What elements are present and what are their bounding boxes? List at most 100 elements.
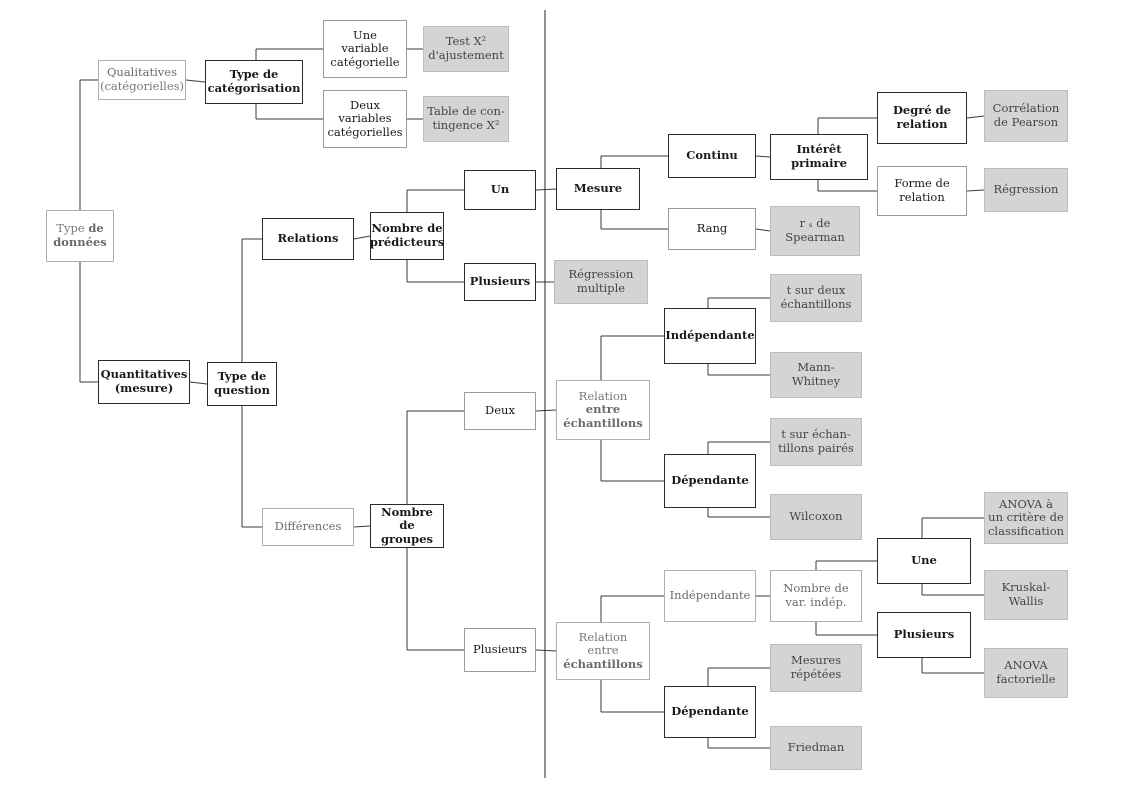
node-type-donnees: Type de données [46, 210, 114, 262]
node-label: r ₛ de Spearman [785, 217, 845, 244]
node-deux: Deux [464, 392, 536, 430]
node-table-contingence: Table de con- tingence X² [423, 96, 509, 142]
node-label-main: de données [53, 221, 107, 249]
connector-line [185, 79, 206, 83]
node-label-main: Quantitatives (mesure) [100, 367, 188, 395]
node-label: Différences [275, 519, 342, 534]
node-label: Un [491, 182, 509, 197]
node-independante-1: Indépendante [664, 308, 756, 364]
node-label-prefix: Type [56, 221, 89, 236]
node-deux-variables: Deux variables catégorielles [323, 90, 407, 148]
node-label-main: Deux variables catégorielles [327, 97, 403, 139]
node-label: Degré de relation [893, 104, 951, 131]
node-test-x2: Test X² d'ajustement [423, 26, 509, 72]
node-relation-entre-1: Relation entre échantillons [556, 380, 650, 440]
node-label-main: échantillons [563, 656, 643, 671]
node-type-categorisation: Type de catégorisation [205, 60, 303, 104]
node-label: Corrélation de Pearson [993, 102, 1060, 129]
node-label-main: t sur échan- tillons pairés [778, 427, 854, 455]
node-t-apparies: t sur échan- tillons pairés [770, 418, 862, 466]
node-plusieurs-pred: Plusieurs [464, 263, 536, 301]
node-label-main: Une [911, 553, 937, 568]
node-t-deux-echantillons: t sur deux échantillons [770, 274, 862, 322]
node-label-main: Degré de relation [892, 103, 952, 131]
node-label: Nombre de var. indép. [783, 582, 848, 609]
node-nombre-var-indep: Nombre de var. indép. [770, 570, 862, 622]
node-label: t sur deux échantillons [781, 284, 852, 311]
node-label: Indépendante [665, 328, 755, 343]
node-label: Forme de relation [894, 177, 949, 204]
connector-line [755, 228, 771, 232]
node-label-main: Friedman [787, 740, 845, 755]
node-label: Une variable catégorielle [330, 27, 400, 70]
node-relation-entre-2: Relation entre échantillons [556, 622, 650, 680]
node-independante-2: Indépendante [664, 570, 756, 622]
node-label: Indépendante [670, 588, 751, 603]
node-label-main: Mann- Whitney [791, 360, 841, 388]
node-label-main: Plusieurs [893, 627, 955, 642]
node-label-main: Intérêt primaire [791, 142, 847, 170]
node-label: Relations [277, 231, 339, 246]
node-label: Type de données [53, 222, 107, 249]
node-label-main: ANOVA factorielle [996, 658, 1056, 686]
node-anova-un-critere: ANOVA à un critère de classification [984, 492, 1068, 544]
node-label-prefix: Relation [578, 388, 628, 403]
connector-line [189, 381, 208, 385]
node-plusieurs-var: Plusieurs [877, 612, 971, 658]
node-nombre-groupes: Nombre de groupes [370, 504, 444, 548]
node-label-main: Indépendante [665, 328, 755, 343]
node-label-main: Corrélation de Pearson [992, 101, 1060, 129]
node-label-main: Nombre de var. indép. [783, 581, 849, 609]
node-label-main: Une variable catégorielle [330, 27, 400, 69]
node-label-main: r ₛ de Spearman [785, 216, 845, 244]
node-label-sub: (catégorielles) [99, 79, 185, 93]
node-continu: Continu [668, 134, 756, 178]
node-label-main: Qualitatives [106, 65, 178, 80]
node-label-main: Relations [277, 231, 339, 246]
node-correlation-pearson: Corrélation de Pearson [984, 90, 1068, 142]
node-label-main: t sur deux échantillons [780, 283, 852, 311]
node-quantitatives: Quantitatives (mesure) [98, 360, 190, 404]
connector-line [966, 115, 985, 119]
node-label: Une [911, 553, 937, 568]
node-label-main: Régression multiple [568, 267, 634, 295]
connector-line [755, 155, 771, 158]
node-differences: Différences [262, 508, 354, 546]
node-label-main: Continu [686, 148, 738, 163]
node-mesure: Mesure [556, 168, 640, 210]
node-regression-multiple: Régression multiple [554, 260, 648, 304]
node-label-main: ANOVA à un critère de classification [987, 496, 1065, 538]
node-label: Régression [994, 182, 1059, 197]
node-label-main: Wilcoxon [789, 509, 843, 524]
node-label-main: Dépendante [671, 473, 749, 488]
node-degre-relation: Degré de relation [877, 92, 967, 144]
connector-line [535, 409, 557, 412]
node-label: Type de catégorisation [208, 68, 301, 95]
node-kruskal-wallis: Kruskal- Wallis [984, 570, 1068, 620]
connector-line [966, 189, 985, 192]
node-label-main: Nombre de groupes [381, 504, 433, 546]
node-rs-spearman: r ₛ de Spearman [770, 206, 860, 256]
node-label: Relation entre échantillons [563, 388, 643, 431]
node-label-prefix: Relation entre [578, 629, 628, 658]
node-wilcoxon: Wilcoxon [770, 494, 862, 540]
node-label-main: Type de question [214, 369, 270, 397]
node-label: Dépendante [671, 473, 749, 488]
node-label-main: Type de catégorisation [207, 67, 301, 95]
node-un: Un [464, 170, 536, 210]
node-mesures-repetees: Mesures répétées [770, 644, 862, 692]
node-label-main: entre échantillons [563, 402, 643, 430]
node-label-main: Test X² d'ajustement [428, 34, 504, 62]
node-mann-whitney: Mann- Whitney [770, 352, 862, 398]
node-label-main: Nombre de prédicteurs [369, 221, 445, 249]
node-label-main: Mesures répétées [790, 653, 842, 681]
node-label: Table de con- tingence X² [427, 105, 505, 132]
node-label-main: Kruskal- Wallis [1001, 580, 1051, 608]
node-relations: Relations [262, 218, 354, 260]
node-label-main: Deux [485, 403, 515, 418]
node-label: Dépendante [671, 704, 749, 719]
node-une: Une [877, 538, 971, 584]
node-une-variable: Une variable catégorielle [323, 20, 407, 78]
node-dependante-1: Dépendante [664, 454, 756, 508]
